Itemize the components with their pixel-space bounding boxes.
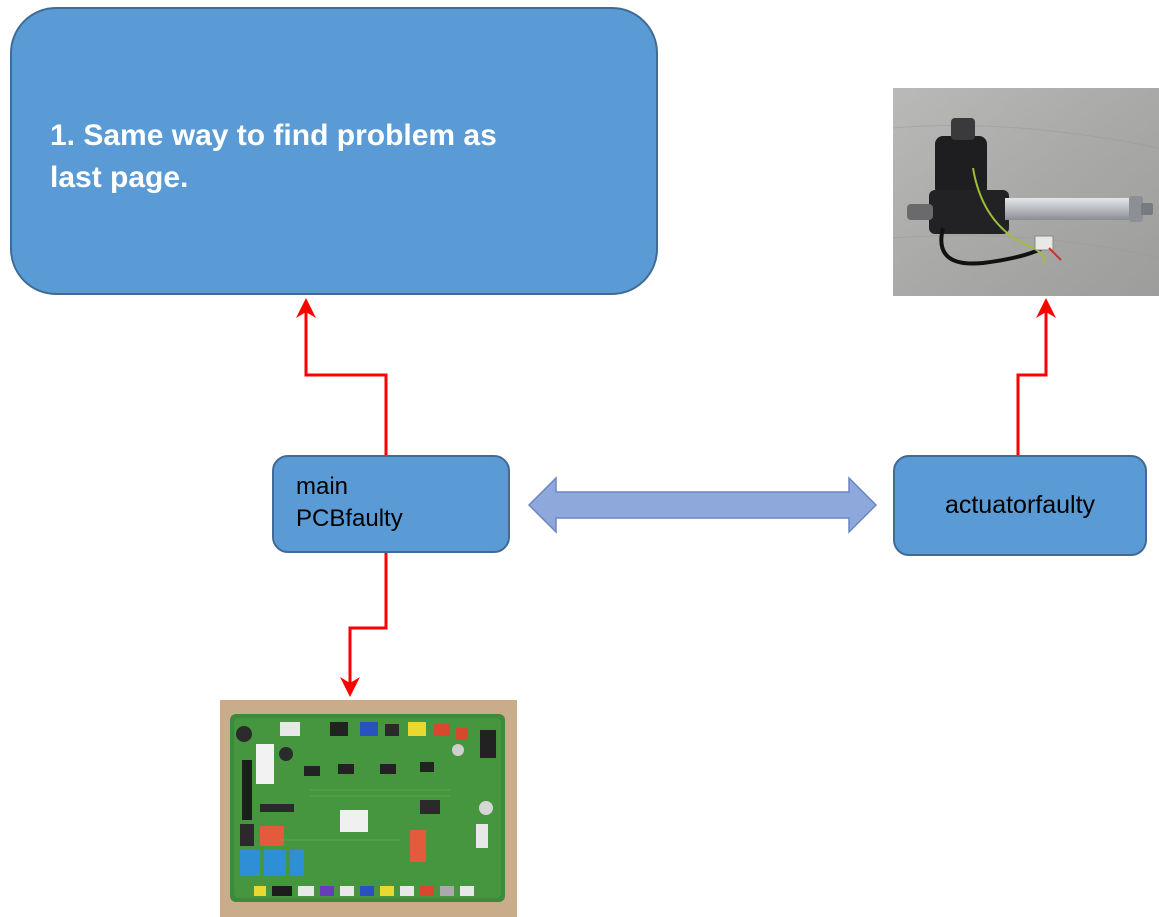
arrow-head-up-note (296, 298, 316, 318)
note-box: 1. Same way to find problem as last page… (10, 7, 658, 295)
double-arrow (527, 476, 878, 534)
main-pcb-faulty-label: main PCBfaulty (296, 471, 508, 535)
arrow-pcb-to-photo (348, 553, 388, 690)
note-line-1: 1. Same way to find problem as (50, 119, 497, 152)
actuator-faulty-box: actuatorfaulty (893, 455, 1147, 556)
note-text: 1. Same way to find problem as last page… (50, 115, 626, 199)
arrow-head-down-photo (340, 677, 360, 697)
arrow-actuator-to-photo (1016, 304, 1048, 455)
arrow-pcb-to-note (304, 304, 388, 455)
note-line-2: last page. (50, 161, 189, 194)
main-pcb-faulty-box: main PCBfaulty (272, 455, 510, 553)
pcb-label-line-2: PCBfaulty (296, 505, 403, 532)
linear-actuator-photo (893, 88, 1159, 296)
actuator-faulty-label: actuatorfaulty (944, 491, 1096, 519)
arrow-head-up-actuator (1036, 298, 1056, 318)
main-pcb-photo (220, 700, 517, 917)
pcb-label-line-1: main (296, 473, 349, 500)
